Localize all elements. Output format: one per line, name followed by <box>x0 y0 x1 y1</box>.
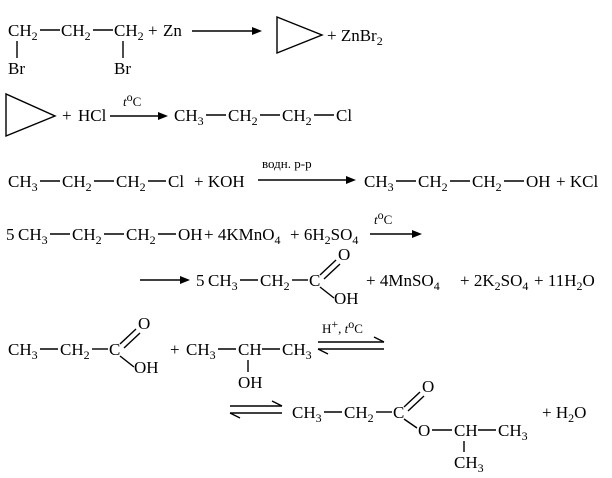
r5-double-bond-a <box>119 328 137 345</box>
r3-ch2-a: CH2 <box>62 172 92 194</box>
r2-cl: Cl <box>336 106 352 125</box>
r5b-ch3: CH3 <box>292 403 322 425</box>
r5b-bond-ester-o <box>403 418 418 429</box>
r4b-o: O <box>338 245 350 264</box>
r4-arrow-head <box>412 230 422 238</box>
r5-ch3: CH3 <box>8 340 38 362</box>
r2-cyclopropane-icon <box>5 92 57 138</box>
r4b-mnso4: + 4MnSO4 <box>366 271 440 293</box>
r5b-o-double: O <box>422 377 434 396</box>
r5-alc-ch3-b: CH3 <box>282 340 312 362</box>
reaction-5: CH3 CH2 C O OH + CH3 CH CH3 OH H+, toC <box>8 314 385 392</box>
r5b-double-bond-a <box>403 391 421 408</box>
r3-ch3: CH3 <box>8 172 38 194</box>
r5-c: C <box>109 340 120 359</box>
r4b-arrow-head <box>180 276 190 284</box>
r1-ch2-a: CH2 <box>8 21 38 43</box>
r1-cyclopropane-icon <box>276 15 324 55</box>
r5-ch2: CH2 <box>60 340 90 362</box>
r4b-oh: OH <box>334 289 359 308</box>
r5-eq-backward-barb <box>317 348 329 355</box>
r4-ch3: CH3 <box>18 225 48 247</box>
r5b-double-bond-b <box>407 395 425 412</box>
r3-koh: + KOH <box>194 172 245 191</box>
r3-p-ch2-a: CH2 <box>418 172 448 194</box>
r2-ch3: CH3 <box>174 106 204 128</box>
r1-arrow-head <box>252 27 262 35</box>
r4-coef: 5 <box>6 225 15 244</box>
r4-kmno4: + 4KMnO4 <box>204 225 281 247</box>
r5-o: O <box>138 314 150 333</box>
r5-plus: + <box>170 340 180 359</box>
r4b-ch2: CH2 <box>260 271 290 293</box>
r2-arrow-head <box>158 112 168 120</box>
r5-bond-oh <box>119 355 135 368</box>
r1-zn: Zn <box>163 21 182 40</box>
r5-eq-forward-barb <box>373 336 385 343</box>
r1-plus: + <box>148 21 158 40</box>
r5-condition: H+, toC <box>322 317 363 336</box>
r3-p-ch2-b: CH2 <box>472 172 502 194</box>
r1-br-left: Br <box>8 59 25 78</box>
r5b-ch: CH <box>454 421 478 440</box>
r5b-eq-forward-barb <box>271 400 283 407</box>
r4-ch2-b: CH2 <box>126 225 156 247</box>
reaction-3: CH3 CH2 CH2 Cl + KOH водн. р-р CH3 CH2 C… <box>8 156 598 194</box>
r3-p-oh: OH <box>526 172 551 191</box>
r5-alc-ch3-a: CH3 <box>186 340 216 362</box>
r3-ch2-b: CH2 <box>116 172 146 194</box>
r2-ch2-b: CH2 <box>282 106 312 128</box>
r4-oh: OH <box>178 225 203 244</box>
r4-condition: toC <box>374 208 392 227</box>
r5b-water: + H2O <box>542 403 586 425</box>
reaction-4-products: 5 CH3 CH2 C O OH + 4MnSO4 + 2K2SO4 + 11H… <box>140 245 595 308</box>
r5-alc-oh: OH <box>238 373 263 392</box>
r4b-coef: 5 <box>196 271 205 290</box>
r3-condition: водн. р-р <box>262 156 312 171</box>
r3-p-ch3: CH3 <box>364 172 394 194</box>
r4b-ch3: CH3 <box>208 271 238 293</box>
reaction-2: + HCl toC CH3 CH2 CH2 Cl <box>5 90 352 138</box>
r4b-bond-oh <box>319 286 335 299</box>
r4b-double-bond-b <box>323 263 341 280</box>
r2-condition: toC <box>123 90 141 109</box>
r5b-ch3-bottom: CH3 <box>454 453 484 475</box>
r1-ch2-b: CH2 <box>61 21 91 43</box>
r5-alc-ch: CH <box>238 340 262 359</box>
r4b-k2so4: + 2K2SO4 <box>460 271 528 293</box>
r5b-ch3-right: CH3 <box>498 421 528 443</box>
reaction-1: CH2 CH2 CH2 Br Br + Zn + ZnBr2 <box>8 15 383 78</box>
r1-znbr2: + ZnBr2 <box>327 26 383 48</box>
r5b-o-ester: O <box>418 421 430 440</box>
r5b-ch2: CH2 <box>344 403 374 425</box>
r3-cl: Cl <box>168 172 184 191</box>
r3-kcl: + KCl <box>556 172 598 191</box>
r2-hcl: HCl <box>78 106 107 125</box>
r4b-water: + 11H2O <box>534 271 595 293</box>
r3-arrow-head <box>346 176 356 184</box>
reaction-4: 5 CH3 CH2 CH2 OH + 4KMnO4 + 6H2SO4 toC <box>6 208 422 247</box>
r4-ch2-a: CH2 <box>72 225 102 247</box>
reaction-5-products: CH3 CH2 C O O CH CH3 CH3 + H2O <box>229 377 586 475</box>
r2-plus: + <box>62 106 72 125</box>
r1-ch2-c: CH2 <box>114 21 144 43</box>
r2-ch2-a: CH2 <box>228 106 258 128</box>
r5-oh: OH <box>134 358 159 377</box>
r4-h2so4: + 6H2SO4 <box>290 225 358 247</box>
r1-br-right: Br <box>114 59 131 78</box>
r5b-eq-backward-barb <box>229 412 241 419</box>
r5b-c: C <box>393 403 404 422</box>
r4b-c: C <box>309 271 320 290</box>
r4b-double-bond-a <box>319 259 337 276</box>
r5-double-bond-b <box>123 332 141 349</box>
